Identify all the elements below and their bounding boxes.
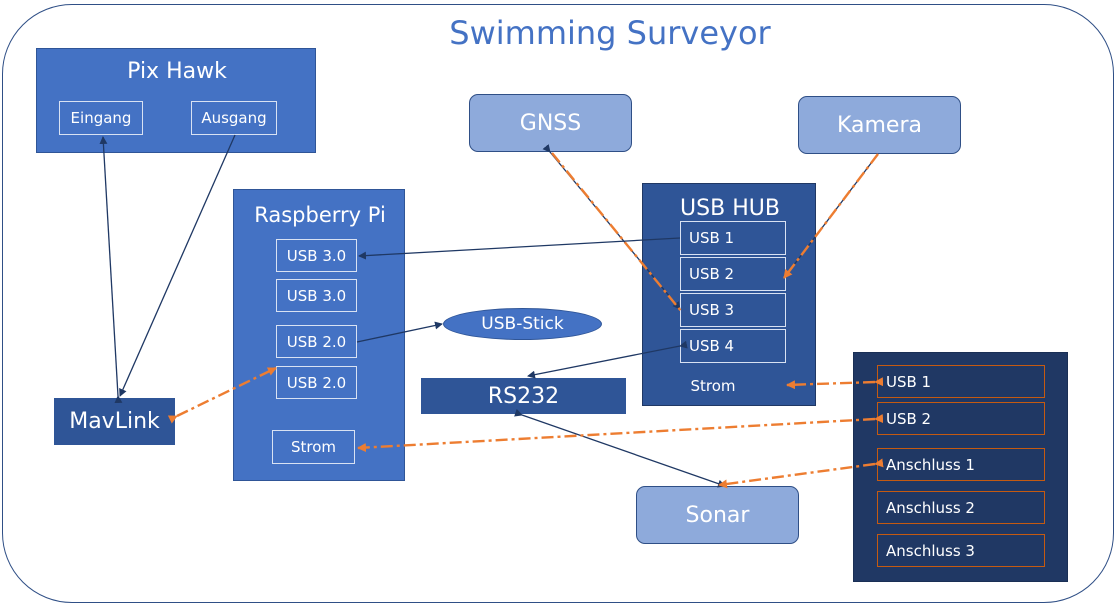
power-supply-usb1-port: USB 1 — [877, 365, 1045, 398]
pixhawk-input-port: Eingang — [59, 101, 143, 135]
raspberry-usb30-port-1: USB 3.0 — [276, 239, 357, 272]
usb-hub-title: USB HUB — [680, 196, 780, 221]
raspberry-usb20-port-2: USB 2.0 — [276, 366, 357, 399]
raspberry-power-port: Strom — [272, 430, 355, 464]
usb-stick-device: USB-Stick — [443, 308, 602, 340]
pixhawk-title: Pix Hawk — [127, 59, 227, 84]
power-supply-box — [853, 352, 1068, 582]
raspberry-usb20-port-1: USB 2.0 — [276, 325, 357, 358]
usb-hub-port-4: USB 4 — [680, 329, 786, 363]
power-supply-anschluss-3-port: Anschluss 3 — [877, 534, 1045, 567]
swimming-surveyor-frame — [2, 4, 1114, 603]
usb-hub-port-1: USB 1 — [680, 221, 786, 255]
usb-hub-power-label: Strom — [690, 377, 736, 395]
camera-device: Kamera — [798, 96, 961, 154]
usb-hub-port-2: USB 2 — [680, 257, 786, 291]
gnss-device: GNSS — [469, 94, 632, 152]
raspberry-usb30-port-2: USB 3.0 — [276, 279, 357, 312]
usb-hub-port-3: USB 3 — [680, 293, 786, 327]
rs232-box: RS232 — [421, 378, 626, 414]
mavlink-box: MavLink — [54, 398, 175, 445]
sonar-device: Sonar — [636, 486, 799, 544]
power-supply-anschluss-2-port: Anschluss 2 — [877, 491, 1045, 524]
raspberry-pi-title: Raspberry Pi — [254, 203, 386, 227]
power-supply-usb2-port: USB 2 — [877, 402, 1045, 435]
diagram-title: Swimming Surveyor — [449, 14, 771, 52]
pixhawk-output-port: Ausgang — [191, 101, 277, 135]
power-supply-anschluss-1-port: Anschluss 1 — [877, 448, 1045, 481]
